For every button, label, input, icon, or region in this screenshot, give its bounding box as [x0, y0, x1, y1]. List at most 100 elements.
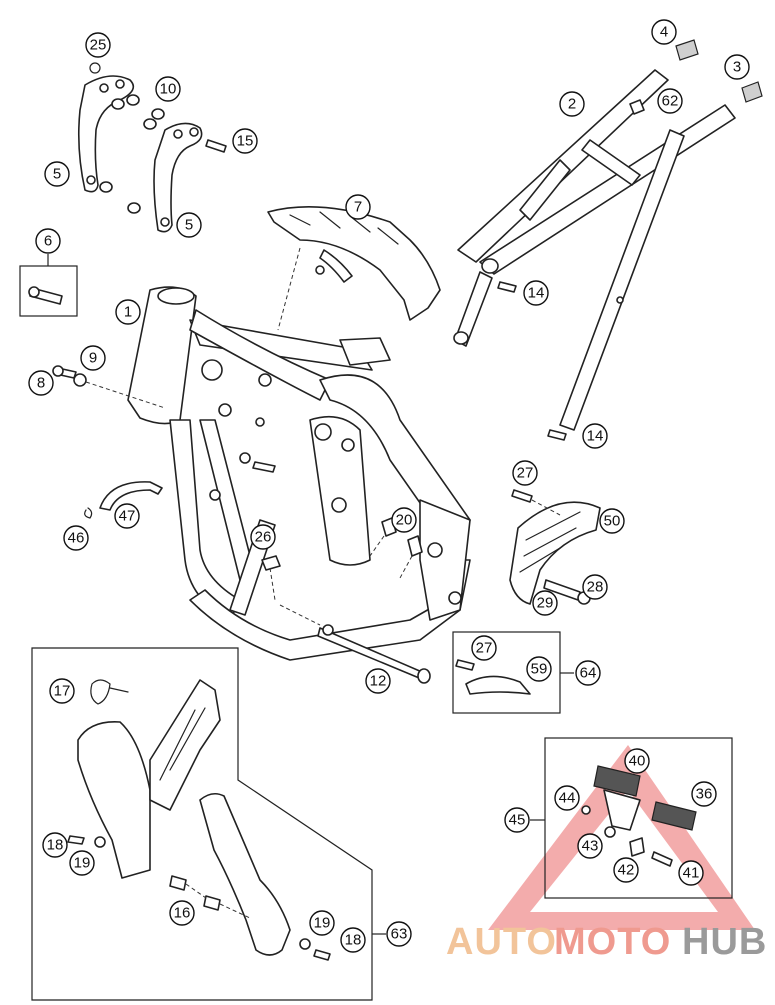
- part-6-box: [19, 254, 78, 317]
- svg-text:27: 27: [517, 465, 534, 482]
- callout-25: 25: [85, 32, 111, 58]
- svg-text:25: 25: [90, 37, 107, 54]
- callout-46: 46: [63, 525, 89, 551]
- svg-text:28: 28: [587, 579, 604, 596]
- callout-9: 9: [80, 345, 106, 371]
- svg-text:63: 63: [391, 926, 408, 943]
- callout-10: 10: [155, 76, 181, 102]
- callout-59: 59: [526, 656, 552, 682]
- callout-50: 50: [599, 508, 625, 534]
- callout-27a: 27: [512, 460, 538, 486]
- callout-43: 43: [577, 833, 603, 859]
- bolt-26-and-parts-20: [261, 517, 423, 601]
- part-64-box: [452, 631, 574, 714]
- svg-text:42: 42: [618, 862, 635, 879]
- svg-text:47: 47: [119, 508, 136, 525]
- callout-19b: 19: [309, 910, 335, 936]
- svg-text:5: 5: [53, 166, 61, 183]
- callout-16: 16: [169, 900, 195, 926]
- svg-text:4: 4: [660, 24, 668, 41]
- svg-text:16: 16: [174, 905, 191, 922]
- part-63-box: [31, 647, 386, 1001]
- svg-text:43: 43: [582, 838, 599, 855]
- svg-text:26: 26: [255, 529, 272, 546]
- svg-text:9: 9: [89, 350, 97, 367]
- svg-text:1: 1: [124, 304, 132, 321]
- svg-text:18: 18: [345, 932, 362, 949]
- svg-text:64: 64: [580, 665, 597, 682]
- chain-guide-50: [509, 489, 601, 605]
- svg-text:12: 12: [370, 673, 387, 690]
- svg-text:19: 19: [314, 915, 331, 932]
- callout-44: 44: [554, 785, 580, 811]
- callout-64: 64: [575, 660, 601, 686]
- svg-text:7: 7: [354, 199, 362, 216]
- watermark-text: AUTO MOTO HUB: [446, 921, 767, 963]
- callout-47: 47: [114, 503, 140, 529]
- svg-text:6: 6: [44, 233, 52, 250]
- svg-text:2: 2: [568, 96, 576, 113]
- svg-text:MOTO: MOTO: [554, 921, 671, 963]
- callout-19a: 19: [69, 850, 95, 876]
- plugs-3-4: [675, 39, 763, 103]
- engine-mount-plates: [77, 62, 227, 233]
- callout-1: 1: [115, 299, 141, 325]
- callout-40: 40: [624, 748, 650, 774]
- callout-26: 26: [250, 524, 276, 550]
- svg-text:8: 8: [37, 375, 45, 392]
- callout-4: 4: [651, 19, 677, 45]
- svg-text:14: 14: [587, 428, 604, 445]
- callout-36: 36: [691, 781, 717, 807]
- hose-47: [84, 481, 163, 519]
- subframe-2: [453, 69, 736, 441]
- callout-8: 8: [28, 370, 54, 396]
- svg-text:44: 44: [559, 790, 576, 807]
- part-45-box: [530, 737, 733, 899]
- svg-text:36: 36: [696, 786, 713, 803]
- callout-2: 2: [559, 91, 585, 117]
- callout-3: 3: [724, 54, 750, 80]
- bolt-8-nut-9: [52, 365, 166, 409]
- callout-18a: 18: [42, 832, 68, 858]
- callout-42: 42: [613, 857, 639, 883]
- callout-28: 28: [582, 574, 608, 600]
- svg-text:17: 17: [54, 683, 71, 700]
- svg-text:46: 46: [68, 530, 85, 547]
- callout-45: 45: [504, 807, 530, 833]
- svg-text:27: 27: [476, 640, 493, 657]
- callout-15: 15: [232, 128, 258, 154]
- callout-6: 6: [35, 228, 61, 254]
- callout-29: 29: [532, 590, 558, 616]
- svg-text:40: 40: [629, 753, 646, 770]
- svg-text:18: 18: [47, 837, 64, 854]
- callout-5b: 5: [176, 212, 202, 238]
- callout-41: 41: [678, 860, 704, 886]
- callout-14a: 14: [523, 280, 549, 306]
- callout-63: 63: [386, 921, 412, 947]
- callout-18b: 18: [340, 927, 366, 953]
- callout-5a: 5: [44, 161, 70, 187]
- svg-text:HUB: HUB: [682, 921, 767, 963]
- callout-62: 62: [657, 88, 683, 114]
- callout-27b: 27: [471, 635, 497, 661]
- svg-text:45: 45: [509, 812, 526, 829]
- part-7-guard: [267, 206, 441, 331]
- callout-17: 17: [49, 678, 75, 704]
- svg-text:AUTO: AUTO: [446, 921, 557, 963]
- svg-text:62: 62: [662, 93, 679, 110]
- svg-text:20: 20: [396, 512, 413, 529]
- svg-text:50: 50: [604, 513, 621, 530]
- svg-text:15: 15: [237, 133, 254, 150]
- svg-text:59: 59: [531, 661, 548, 678]
- svg-text:10: 10: [160, 81, 177, 98]
- svg-text:29: 29: [537, 595, 554, 612]
- callout-14b: 14: [582, 423, 608, 449]
- main-frame: [127, 286, 471, 661]
- svg-text:3: 3: [733, 59, 741, 76]
- callout-7: 7: [345, 194, 371, 220]
- svg-text:41: 41: [683, 865, 700, 882]
- svg-text:5: 5: [185, 217, 193, 234]
- svg-text:19: 19: [74, 855, 91, 872]
- bolt-12: [279, 604, 431, 684]
